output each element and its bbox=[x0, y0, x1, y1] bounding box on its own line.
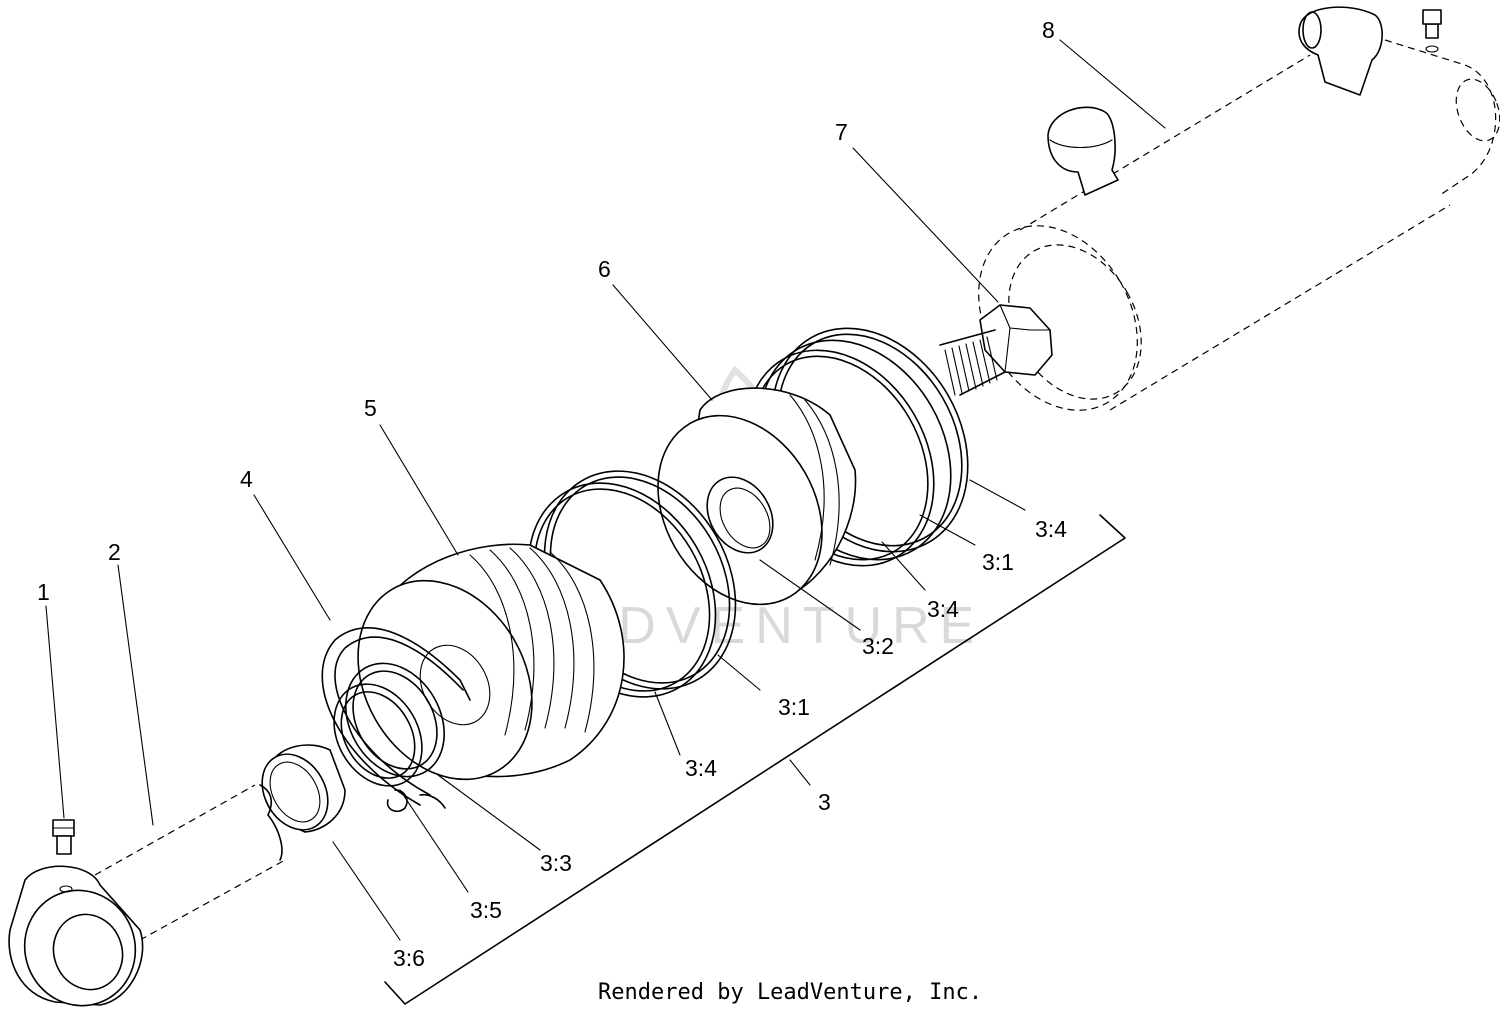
callout-3-5: 3:5 bbox=[470, 897, 502, 923]
callout-labels: 1 2 3 3:1 3:1 3:2 3:3 3:4 3:4 3:4 3:5 3:… bbox=[37, 17, 1067, 971]
callout-3-4-a: 3:4 bbox=[1035, 516, 1067, 542]
callout-6: 6 bbox=[598, 256, 611, 282]
callout-7: 7 bbox=[835, 119, 848, 145]
callout-3-3: 3:3 bbox=[540, 850, 572, 876]
callout-3-6: 3:6 bbox=[393, 945, 425, 971]
part-8-barrel bbox=[978, 6, 1500, 411]
part-5-gland bbox=[357, 543, 625, 781]
assembly-3-bracket bbox=[384, 514, 1126, 1005]
part-6-piston bbox=[657, 327, 969, 606]
leader-lines bbox=[45, 39, 1166, 941]
callout-3-4-c: 3:4 bbox=[685, 755, 717, 781]
callout-3: 3 bbox=[818, 789, 831, 815]
part-7-nut bbox=[939, 304, 1053, 396]
rod-seals bbox=[333, 662, 445, 787]
callout-3-2: 3:2 bbox=[862, 633, 894, 659]
part-4-retaining-ring bbox=[321, 627, 471, 812]
callout-1: 1 bbox=[37, 579, 50, 605]
callout-3-1-a: 3:1 bbox=[982, 549, 1014, 575]
callout-5: 5 bbox=[364, 395, 377, 421]
callout-3-1-b: 3:1 bbox=[778, 694, 810, 720]
part-2-rod bbox=[8, 784, 286, 1007]
part-1-grease-fitting bbox=[52, 819, 75, 855]
callout-2: 2 bbox=[108, 539, 121, 565]
callout-3-4-b: 3:4 bbox=[927, 596, 959, 622]
callout-4: 4 bbox=[240, 466, 253, 492]
wiper-seal bbox=[261, 744, 346, 833]
credit-text: Rendered by LeadVenture, Inc. bbox=[598, 980, 982, 1005]
callout-8: 8 bbox=[1042, 17, 1055, 43]
